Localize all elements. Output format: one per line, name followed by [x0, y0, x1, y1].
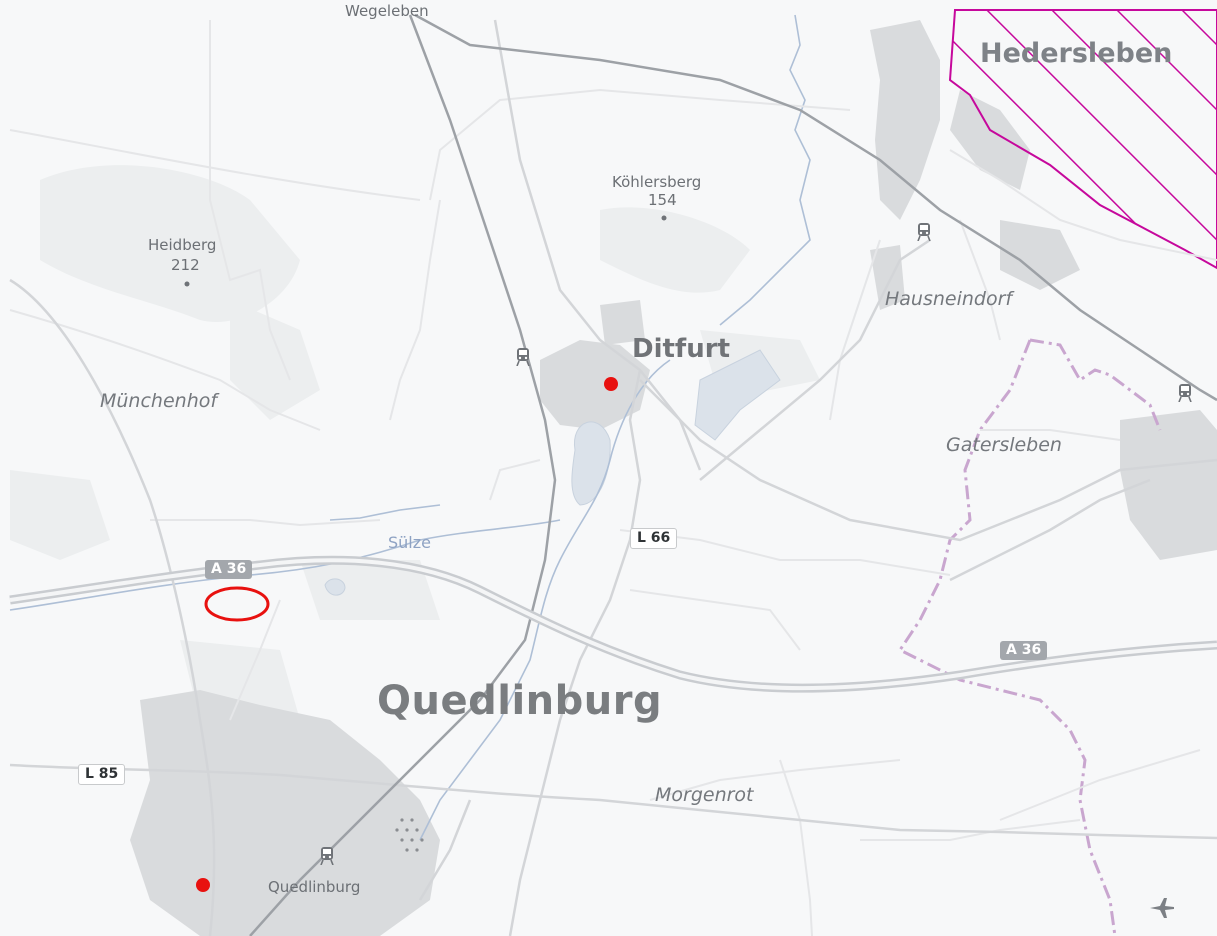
place-label-gatersleben[interactable]: Gatersleben: [946, 434, 1062, 456]
hill-label-heidberg: Heidberg: [148, 236, 217, 254]
location-marker-dot[interactable]: [196, 878, 210, 892]
train-station-icon[interactable]: [320, 847, 334, 865]
place-label-wegeleben[interactable]: Wegeleben: [345, 2, 429, 20]
place-label-morgenrot[interactable]: Morgenrot: [655, 784, 754, 806]
road-shield-a36-east: A 36: [1000, 641, 1048, 661]
hill-elevation-heidberg: 212: [171, 256, 200, 274]
road-shield-l85: L 85: [78, 764, 126, 786]
train-station-icon[interactable]: [917, 223, 931, 241]
selection-ellipse[interactable]: [204, 586, 270, 622]
place-label-ditfurt[interactable]: Ditfurt: [632, 334, 730, 364]
dotted-area: [395, 818, 424, 852]
hill-label-koehlersberg: Köhlersberg: [612, 173, 702, 191]
lakes: [324, 349, 781, 596]
road-shield-l66: L 66: [630, 528, 678, 550]
summit-dot-koehlersberg: [661, 215, 667, 221]
train-station-icon[interactable]: [516, 348, 530, 366]
woodland-areas: [10, 165, 820, 720]
location-marker-dot[interactable]: [604, 377, 618, 391]
waterways: [9, 14, 811, 841]
place-label-hausneindorf[interactable]: Hausneindorf: [885, 288, 1013, 310]
protected-area-hatched: [948, 9, 1217, 270]
admin-boundary: [897, 338, 1162, 936]
place-label-hedersleben[interactable]: Hedersleben: [980, 38, 1173, 69]
road-shield-a36-west: A 36: [205, 560, 253, 580]
water-label-suelze: Sülze: [388, 533, 431, 552]
minor-roads: [9, 20, 1217, 936]
railways: [249, 13, 1217, 936]
built-up-areas: [130, 20, 1217, 936]
place-label-quedlinburg[interactable]: Quedlinburg: [377, 678, 663, 724]
place-label-muenchenhof[interactable]: Münchenhof: [100, 390, 218, 412]
hill-elevation-koehlersberg: 154: [648, 191, 677, 209]
station-label-quedlinburg[interactable]: Quedlinburg: [268, 878, 361, 896]
secondary-roads: [9, 19, 1217, 936]
train-station-icon[interactable]: [1178, 384, 1192, 402]
summit-dot-heidberg: [184, 281, 190, 287]
airport-icon[interactable]: [1150, 898, 1174, 918]
